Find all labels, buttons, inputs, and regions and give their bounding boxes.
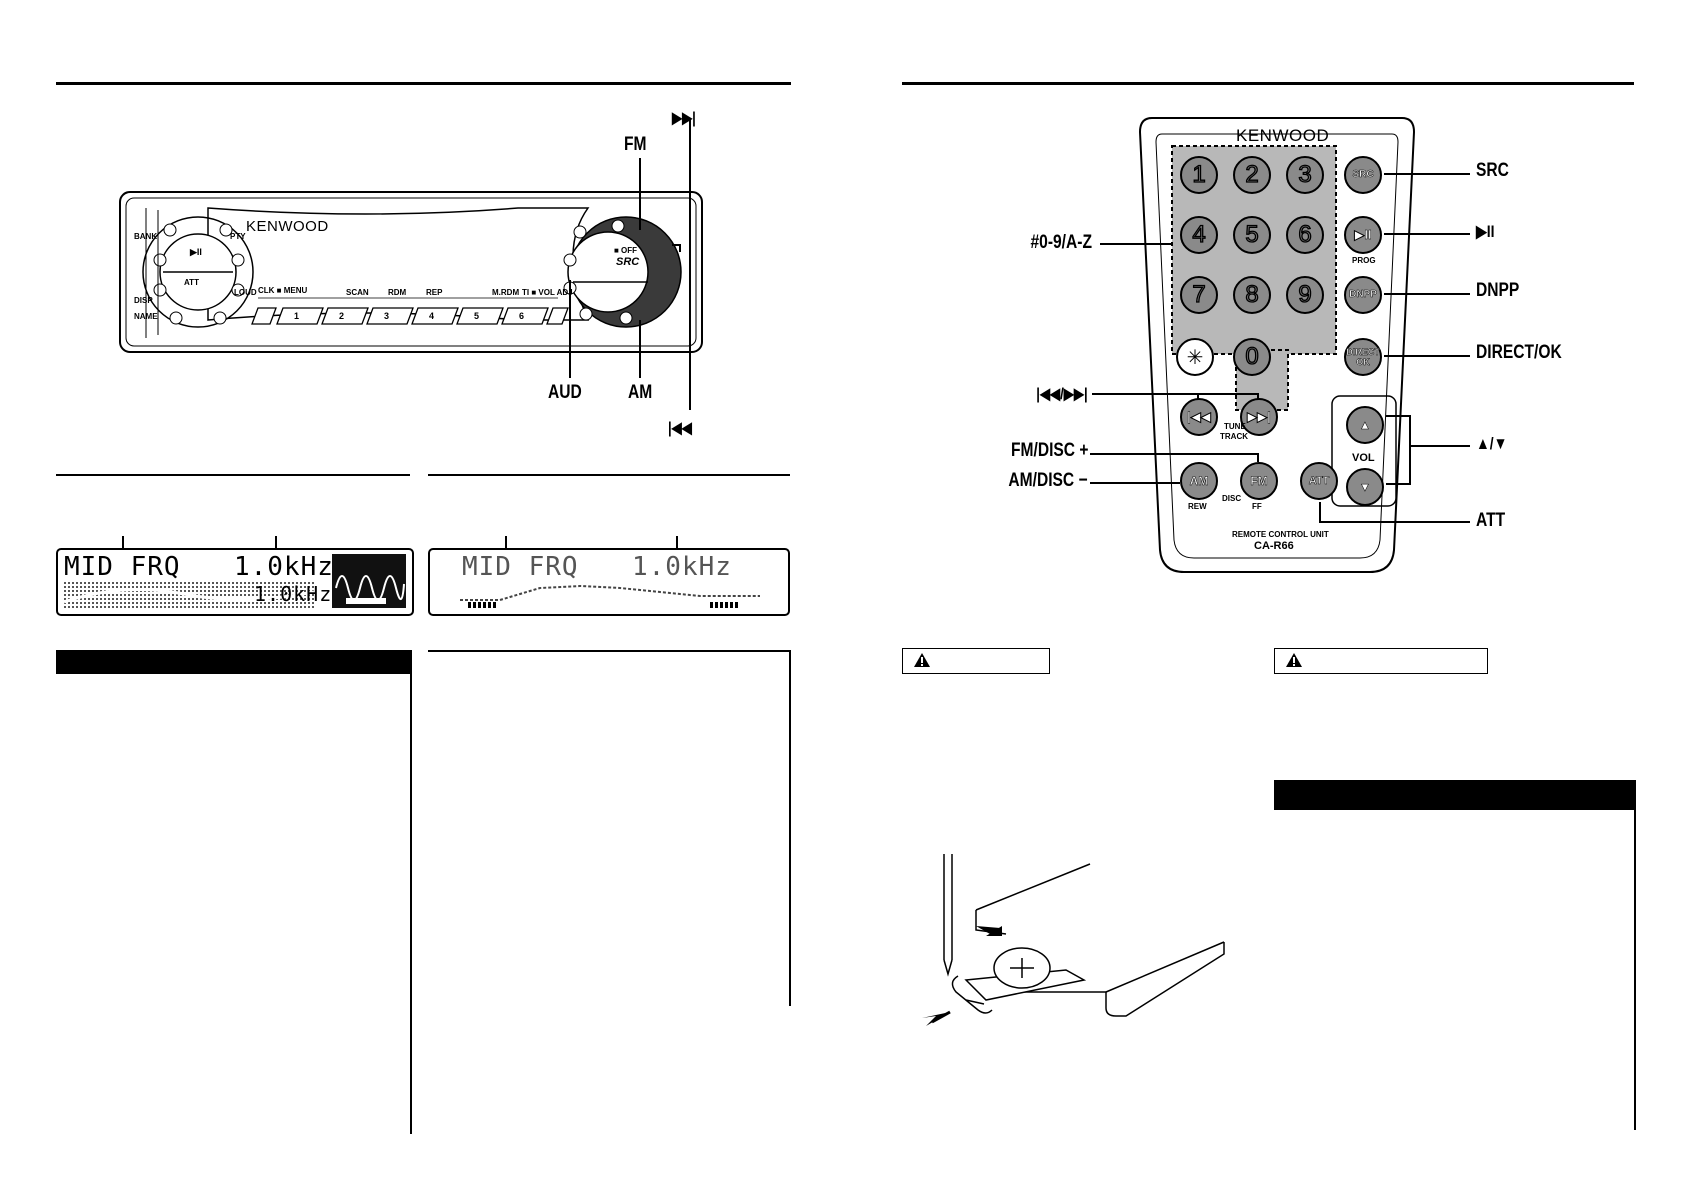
- remote-key-0[interactable]: 0: [1233, 338, 1271, 376]
- callout-remote-play: ▶II: [1476, 222, 1495, 241]
- remote-key-direct-ok[interactable]: DIRECT OK: [1344, 338, 1382, 376]
- warning-icon: [914, 653, 930, 667]
- warning-box-right: [1274, 648, 1488, 674]
- right-column-divider: [1634, 810, 1636, 1130]
- remote-key-1[interactable]: 1: [1180, 156, 1218, 194]
- callout-remote-updown: ▲/▼: [1476, 434, 1508, 453]
- lcd-middle-line1-label: MID FRQ: [462, 552, 579, 582]
- remote-key-6[interactable]: 6: [1286, 216, 1324, 254]
- remote-key-att[interactable]: ATT: [1300, 462, 1338, 500]
- remote-label-track: TRACK: [1220, 432, 1248, 441]
- label-scan: SCAN: [346, 288, 369, 297]
- callout-remote-am-disc: AM/DISC −: [1008, 470, 1088, 491]
- label-src: SRC: [616, 256, 640, 268]
- preset-1: 1: [294, 311, 300, 321]
- label-clk: CLK ■ MENU: [258, 286, 308, 295]
- head-unit-brand: KENWOOD: [246, 218, 329, 235]
- left-display-ticks: [275, 536, 277, 548]
- callout-remote-src: SRC: [1476, 160, 1509, 181]
- remote-key-dnpp[interactable]: DNPP: [1344, 276, 1382, 314]
- warning-icon: [1286, 653, 1302, 667]
- remote-key-play-pause[interactable]: ▶II: [1344, 216, 1382, 254]
- label-disp: DISP: [134, 296, 153, 305]
- left-section-header-bar: [56, 650, 410, 674]
- preset-5: 5: [474, 311, 480, 321]
- left-page-top-rule: [56, 82, 791, 85]
- lcd-display-middle: MID FRQ 1.0kHz: [428, 548, 790, 616]
- remote-key-vol-up[interactable]: ▲: [1346, 406, 1384, 444]
- middle-column-rule: [428, 474, 790, 476]
- lcd-middle-line1-value: 1.0kHz: [632, 552, 732, 582]
- callout-remote-dnpp: DNPP: [1476, 280, 1520, 301]
- lcd-left-line2-value: 1.0kHz: [254, 582, 333, 606]
- callout-remote-att: ATT: [1476, 510, 1506, 531]
- remote-label-prog: PROG: [1352, 256, 1376, 265]
- left-column-rule: [56, 474, 410, 476]
- remote-model: CA-R66: [1254, 540, 1294, 552]
- remote-key-fm[interactable]: FM: [1240, 462, 1278, 500]
- remote-key-vol-down[interactable]: ▼: [1346, 468, 1384, 506]
- label-att: ATT: [184, 278, 199, 287]
- label-play: ▶II: [190, 247, 202, 257]
- label-mrdm: M.RDM: [492, 288, 520, 297]
- remote-key-2[interactable]: 2: [1233, 156, 1271, 194]
- label-off: ■ OFF: [614, 246, 638, 255]
- remote-key-8[interactable]: 8: [1233, 276, 1271, 314]
- callout-remote-fm-disc: FM/DISC +: [1010, 440, 1088, 461]
- remote-key-4[interactable]: 4: [1180, 216, 1218, 254]
- preset-6: 6: [519, 311, 525, 321]
- preset-2: 2: [339, 311, 345, 321]
- remote-label-vol: VOL: [1352, 452, 1375, 464]
- middle-section-right-rule: [789, 650, 791, 1006]
- label-loud: LOUD: [234, 288, 257, 297]
- label-rep: REP: [426, 288, 443, 297]
- remote-label-rew: REW: [1188, 502, 1207, 511]
- callout-next: ▶▶|: [672, 110, 696, 127]
- callout-remote-direct: DIRECT/OK: [1476, 342, 1562, 363]
- callout-remote-skip: |◀◀/▶▶|: [1036, 386, 1088, 403]
- callout-prev: |◀◀: [668, 420, 692, 437]
- label-rdm: RDM: [388, 288, 407, 297]
- left-display-ticks: [122, 536, 124, 548]
- battery-replacement-illustration: [906, 850, 1236, 1030]
- remote-label-tune: TUNE: [1224, 422, 1246, 431]
- label-pty: PTY: [230, 232, 246, 241]
- preset-3: 3: [384, 311, 390, 321]
- lcd-left-line1-value: 1.0kHz: [234, 552, 334, 582]
- remote-unit-label: REMOTE CONTROL UNIT: [1232, 530, 1329, 539]
- remote-key-star[interactable]: ✳: [1176, 338, 1214, 376]
- lcd-display-left: MID FRQ 1.0kHz 1.0kHz: [56, 548, 414, 616]
- right-section-header-bar: [1274, 780, 1636, 810]
- remote-key-src[interactable]: SRC: [1344, 156, 1382, 194]
- left-column-divider: [410, 650, 412, 1134]
- label-bank: BANK: [134, 232, 158, 241]
- label-name: NAME: [134, 312, 158, 321]
- remote-key-7[interactable]: 7: [1180, 276, 1218, 314]
- middle-section-top-rule: [428, 650, 790, 652]
- callout-am: AM: [628, 382, 653, 403]
- preset-4: 4: [429, 311, 435, 321]
- middle-display-tick: [505, 536, 507, 548]
- remote-label-ff: FF: [1252, 502, 1262, 511]
- label-ti: TI ■ VOL ADJ: [522, 288, 573, 297]
- right-page-top-rule: [902, 82, 1634, 85]
- callout-remote-numpad: #0-9/A-Z: [1030, 232, 1092, 253]
- callout-aud: AUD: [548, 382, 582, 403]
- middle-display-tick: [676, 536, 678, 548]
- head-unit-illustration: KENWOOD PTY ▶II ATT LOUD BANK DISP NAME …: [118, 190, 704, 360]
- warning-box-left: [902, 648, 1050, 674]
- remote-key-5[interactable]: 5: [1233, 216, 1271, 254]
- remote-brand: KENWOOD: [1236, 126, 1330, 145]
- lcd-left-line1-label: MID FRQ: [64, 552, 181, 582]
- callout-fm: FM: [624, 134, 647, 155]
- remote-label-disc: DISC: [1222, 494, 1242, 503]
- remote-key-am[interactable]: AM: [1180, 462, 1218, 500]
- remote-key-9[interactable]: 9: [1286, 276, 1324, 314]
- remote-key-3[interactable]: 3: [1286, 156, 1324, 194]
